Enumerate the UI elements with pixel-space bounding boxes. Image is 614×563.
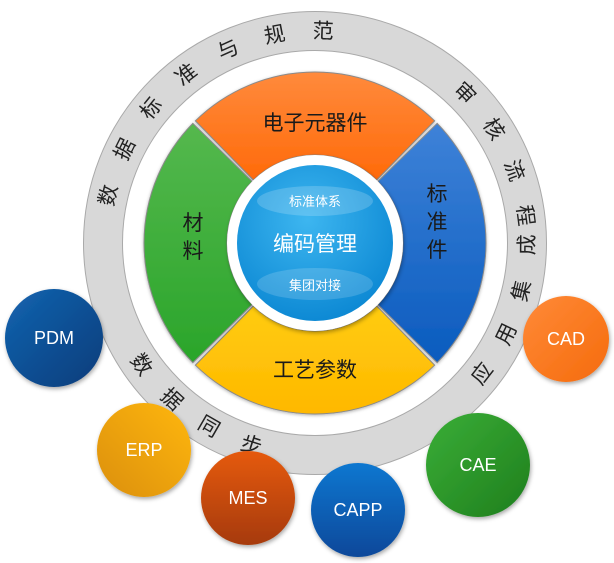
system-nodes: PDM ERP MES CAPP CAE CAD bbox=[5, 289, 609, 557]
center-top-label: 标准体系 bbox=[289, 195, 341, 210]
ring-char: 规 bbox=[262, 21, 287, 49]
system-node-cae-label: CAE bbox=[459, 455, 496, 475]
quadrant-standard-parts-label: 标准件 bbox=[427, 182, 448, 262]
system-node-erp-circle[interactable] bbox=[97, 403, 191, 497]
center-circle[interactable] bbox=[237, 165, 393, 321]
center-bottom-label: 集团对接 bbox=[289, 278, 341, 294]
system-node-cae-circle[interactable] bbox=[426, 413, 530, 517]
system-node-cae[interactable]: CAE bbox=[426, 413, 530, 517]
quadrant-materials-char: 料 bbox=[183, 239, 204, 263]
quadrant-electronic[interactable]: 电子元器件 bbox=[194, 71, 436, 181]
ring-char: 范 bbox=[312, 19, 334, 44]
quadrant-materials-label: 材料 bbox=[183, 211, 204, 263]
quadrant-materials[interactable]: 材料 bbox=[143, 122, 253, 364]
quadrant-standard-parts-char: 标 bbox=[427, 182, 448, 206]
quadrant-process-params[interactable]: 工艺参数 bbox=[194, 305, 436, 415]
system-node-mes[interactable]: MES bbox=[201, 451, 295, 545]
center-title: 编码管理 bbox=[273, 232, 357, 256]
quadrant-materials-char: 材 bbox=[183, 211, 204, 235]
outer-ring-edge-inner bbox=[122, 50, 508, 436]
system-node-cad-circle[interactable] bbox=[523, 296, 609, 382]
system-node-capp-label: CAPP bbox=[333, 500, 382, 520]
ring-char: 程 bbox=[512, 203, 539, 227]
system-node-cad[interactable]: CAD bbox=[523, 296, 609, 382]
center-hub[interactable]: 标准体系 编码管理 集团对接 bbox=[227, 155, 403, 331]
outer-ring-edge-outer bbox=[83, 11, 547, 475]
quadrant-electronic-label: 电子元器件 bbox=[263, 111, 368, 135]
system-node-capp[interactable]: CAPP bbox=[311, 463, 405, 557]
ring-char: 成 bbox=[515, 234, 539, 255]
system-node-capp-circle[interactable] bbox=[311, 463, 405, 557]
system-node-cad-label: CAD bbox=[547, 329, 585, 349]
quadrant-standard-parts-char: 件 bbox=[427, 238, 448, 262]
quadrant-standard-parts-char: 准 bbox=[427, 210, 448, 234]
outer-ring-band bbox=[83, 11, 547, 475]
center-bottom-highlight bbox=[257, 268, 373, 300]
system-node-mes-circle[interactable] bbox=[201, 451, 295, 545]
system-node-pdm-label: PDM bbox=[34, 328, 74, 348]
system-node-pdm-circle[interactable] bbox=[5, 289, 103, 387]
system-node-erp[interactable]: ERP bbox=[97, 403, 191, 497]
system-node-erp-label: ERP bbox=[125, 440, 162, 460]
ring-char: 集 bbox=[508, 278, 536, 304]
system-node-pdm[interactable]: PDM bbox=[5, 289, 103, 387]
system-node-mes-label: MES bbox=[228, 488, 267, 508]
quadrant-standard-parts[interactable]: 标准件 bbox=[377, 122, 487, 364]
outer-ring bbox=[83, 11, 547, 475]
center-top-highlight bbox=[257, 186, 373, 216]
quadrant-process-params-label: 工艺参数 bbox=[273, 358, 357, 382]
